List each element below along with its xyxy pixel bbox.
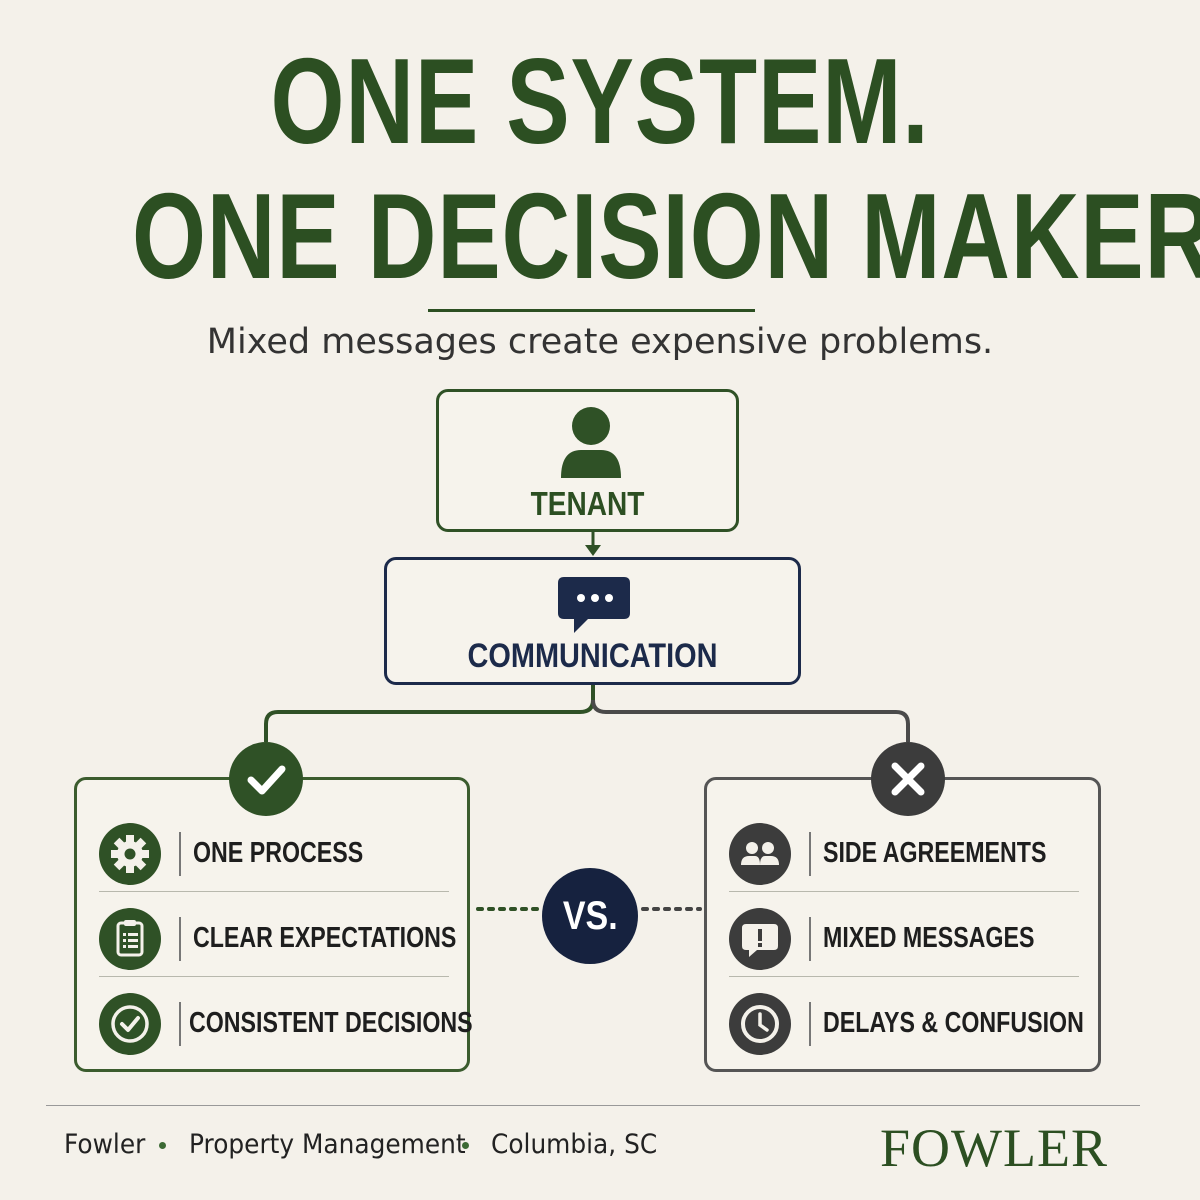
- x-badge: [871, 742, 945, 816]
- check-circle-icon: [99, 993, 161, 1055]
- item-label: CLEAR EXPECTATIONS: [193, 922, 457, 954]
- brand-logo: FOWLER: [880, 1118, 1108, 1178]
- list-item: ONE PROCESS: [99, 810, 449, 895]
- person-icon: [561, 407, 621, 478]
- list-item: DELAYS & CONFUSION: [729, 980, 1084, 1065]
- item-label: CONSISTENT DECISIONS: [189, 1007, 473, 1039]
- vs-label: VS.: [562, 894, 618, 938]
- list-item: CLEAR EXPECTATIONS: [99, 895, 456, 980]
- clock-icon: [729, 993, 791, 1055]
- footer-service: Property Management: [189, 1129, 466, 1160]
- clipboard-icon: [99, 908, 161, 970]
- list-item: CONSISTENT DECISIONS: [99, 980, 473, 1065]
- headline-line-2: ONE DECISION MAKER.: [132, 168, 1200, 304]
- good-branch-line: [264, 685, 595, 742]
- footer-company: Fowler: [64, 1129, 146, 1160]
- people-icon: [729, 823, 791, 885]
- x-icon: [891, 762, 925, 796]
- gear-icon: [99, 823, 161, 885]
- good-practices-panel: ONE PROCESS CLEAR EXPECTATIONS CONSISTEN…: [74, 777, 473, 1072]
- footer-bullet: [159, 1142, 166, 1149]
- communication-label: COMMUNICATION: [467, 637, 718, 675]
- bad-practices-panel: SIDE AGREEMENTS MIXED MESSAGES DELAYS & …: [704, 777, 1101, 1072]
- item-label: ONE PROCESS: [193, 837, 364, 869]
- item-label: SIDE AGREEMENTS: [823, 837, 1047, 869]
- subtitle: Mixed messages create expensive problems…: [206, 322, 994, 362]
- tenant-label: TENANT: [530, 485, 645, 522]
- checkmark-badge: [229, 742, 303, 816]
- headline-line-1: ONE SYSTEM.: [270, 33, 930, 169]
- bad-branch-line: [591, 699, 910, 742]
- chat-bubble-icon: [558, 577, 630, 633]
- checkmark-icon: [247, 765, 286, 795]
- footer-location: Columbia, SC: [491, 1129, 658, 1160]
- footer-divider: [46, 1105, 1140, 1106]
- alert-bubble-icon: [729, 908, 791, 970]
- tenant-arrowhead: [585, 545, 601, 556]
- list-item: SIDE AGREEMENTS: [729, 810, 1079, 895]
- footer-bullet: [462, 1142, 469, 1149]
- headline-underline: [428, 309, 755, 312]
- vs-badge: VS.: [542, 868, 638, 964]
- communication-node: COMMUNICATION: [384, 557, 801, 685]
- item-label: MIXED MESSAGES: [823, 922, 1035, 954]
- item-label: DELAYS & CONFUSION: [823, 1007, 1084, 1039]
- tenant-node: TENANT: [436, 389, 739, 532]
- list-item: MIXED MESSAGES: [729, 895, 1079, 980]
